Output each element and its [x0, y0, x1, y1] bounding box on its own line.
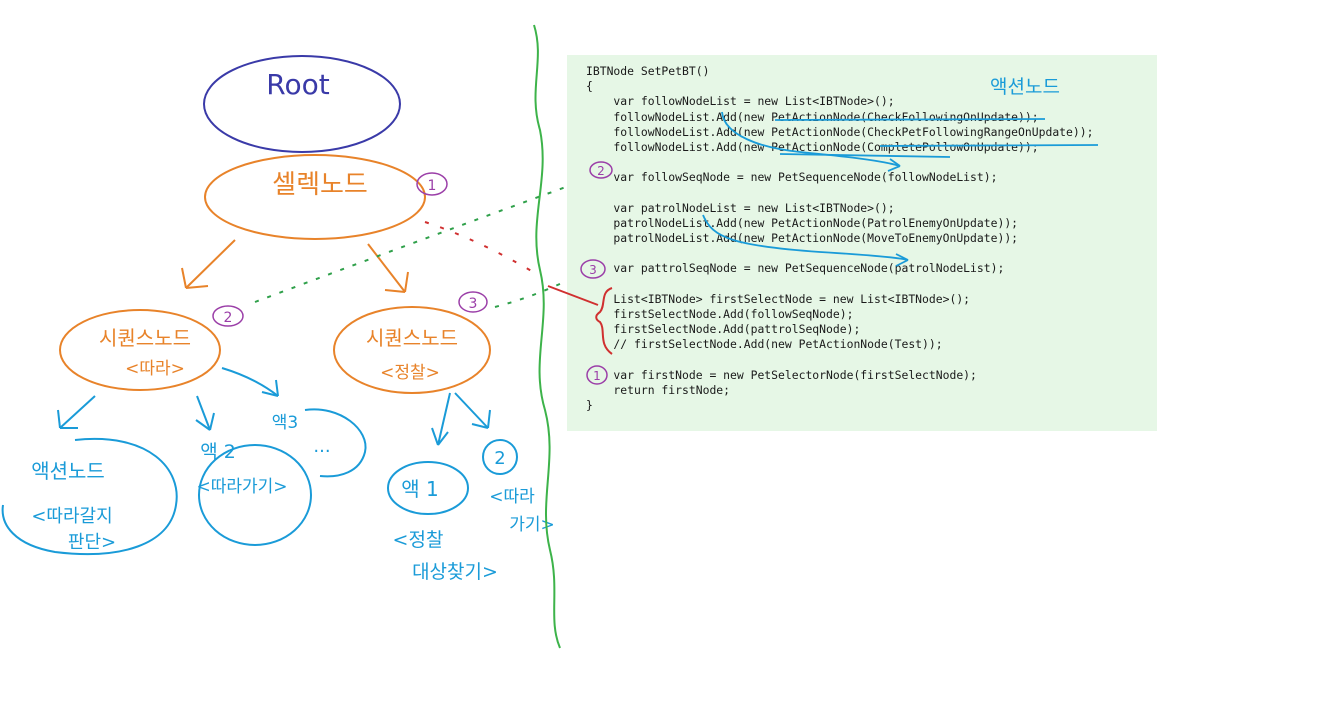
root-label: Root: [266, 68, 329, 101]
action-patrol2-line2: 가기>: [509, 515, 555, 535]
sequence-patrol-sub: <정찰>: [380, 363, 440, 383]
code-line: IBTNode SetPetBT(): [586, 64, 710, 78]
code-line: {: [586, 79, 593, 94]
selector-label: 셀렉노드: [272, 170, 368, 200]
action-mid-sub: <따라가기>: [196, 477, 287, 497]
action-left-title: 액션노드: [31, 459, 105, 483]
code-line: var pattrolSeqNode = new PetSequenceNode…: [586, 261, 1005, 276]
code-line: [586, 186, 1093, 201]
code-line: [586, 155, 1093, 170]
sequence-node-patrol: 시퀀스노드 <정찰>: [333, 306, 491, 394]
code-line: followNodeList.Add(new PetActionNode(Che…: [586, 109, 1039, 124]
code-line: [586, 246, 1093, 261]
code-line: firstSelectNode.Add(followSeqNode);: [586, 307, 854, 321]
code-line: firstSelectNode.Add(pattrolSeqNode);: [586, 322, 861, 337]
sequence-node-follow: 시퀀스노드 <따라>: [59, 309, 221, 391]
code-line: followNodeList.Add(new PetActionNode(Che…: [586, 124, 1094, 139]
sequence-follow-title: 시퀀스노드: [99, 326, 191, 350]
code-line: var firstNode = new PetSelectorNode(firs…: [586, 367, 977, 382]
red-dashed-connector: [424, 221, 541, 277]
vertical-divider: [533, 24, 561, 649]
code-line: patrolNodeList.Add(new PetActionNode(Mov…: [586, 231, 1019, 246]
selector-node: 셀렉노드: [204, 154, 426, 240]
code-line: List<IBTNode> firstSelectNode = new List…: [586, 291, 971, 306]
action-node-mid: 액 2 <따라가기>: [196, 441, 312, 546]
marker-seq-patrol-3: 3: [458, 291, 488, 313]
marker-seq-patrol-3-label: 3: [469, 296, 478, 312]
action-node-patrol-2: 2 <따라 가기>: [482, 439, 555, 535]
action-patrol1-line2: 대상찾기>: [412, 561, 498, 583]
code-line: // firstSelectNode.Add(new PetActionNode…: [586, 337, 943, 352]
action-node-dots: 액3 ...: [272, 408, 367, 478]
code-line: var followSeqNode = new PetSequenceNode(…: [586, 170, 998, 185]
action-patrol2-num: 2: [494, 448, 505, 469]
action-left-line2: 판단>: [68, 532, 116, 553]
code-line: patrolNodeList.Add(new PetActionNode(Pat…: [586, 215, 1019, 230]
selector-arrows: [181, 239, 409, 293]
code-line: followNodeList.Add(new PetActionNode(Com…: [586, 139, 1039, 154]
marker-selector-1-label: 1: [428, 178, 437, 194]
code-line: var followNodeList = new List<IBTNode>()…: [586, 94, 895, 109]
action-dots-sub: ...: [313, 436, 330, 457]
marker-seq-follow-2: 2: [212, 305, 244, 327]
sequence-patrol-title: 시퀀스노드: [366, 326, 458, 350]
action-left-line1: <따라갈지: [31, 506, 112, 527]
action-mid-title: 액 2: [200, 441, 236, 463]
code-block: IBTNode SetPetBT(){ var followNodeList =…: [586, 64, 1093, 413]
action-patrol1-line1: <정찰: [393, 529, 444, 551]
code-line: return firstNode;: [586, 382, 731, 397]
code-line: }: [586, 398, 593, 413]
action-arrows: [57, 367, 491, 446]
action-node-left: 액션노드 <따라갈지 판단>: [1, 437, 178, 556]
root-node: Root: [203, 55, 401, 153]
marker-seq-follow-2-label: 2: [224, 310, 233, 326]
code-line: [586, 353, 1093, 368]
sequence-follow-sub: <따라>: [125, 359, 185, 379]
marker-selector-1: 1: [416, 172, 448, 196]
code-line: [586, 277, 1093, 292]
code-panel: IBTNode SetPetBT(){ var followNodeList =…: [567, 55, 1157, 431]
code-line: var patrolNodeList = new List<IBTNode>()…: [586, 200, 895, 215]
action-dots-title: 액3: [272, 413, 298, 433]
action-node-patrol-1: 액 1 <정찰 대상찾기>: [387, 461, 498, 583]
action-patrol2-line1: <따라: [489, 487, 535, 507]
action-patrol1-title: 액 1: [401, 477, 438, 501]
